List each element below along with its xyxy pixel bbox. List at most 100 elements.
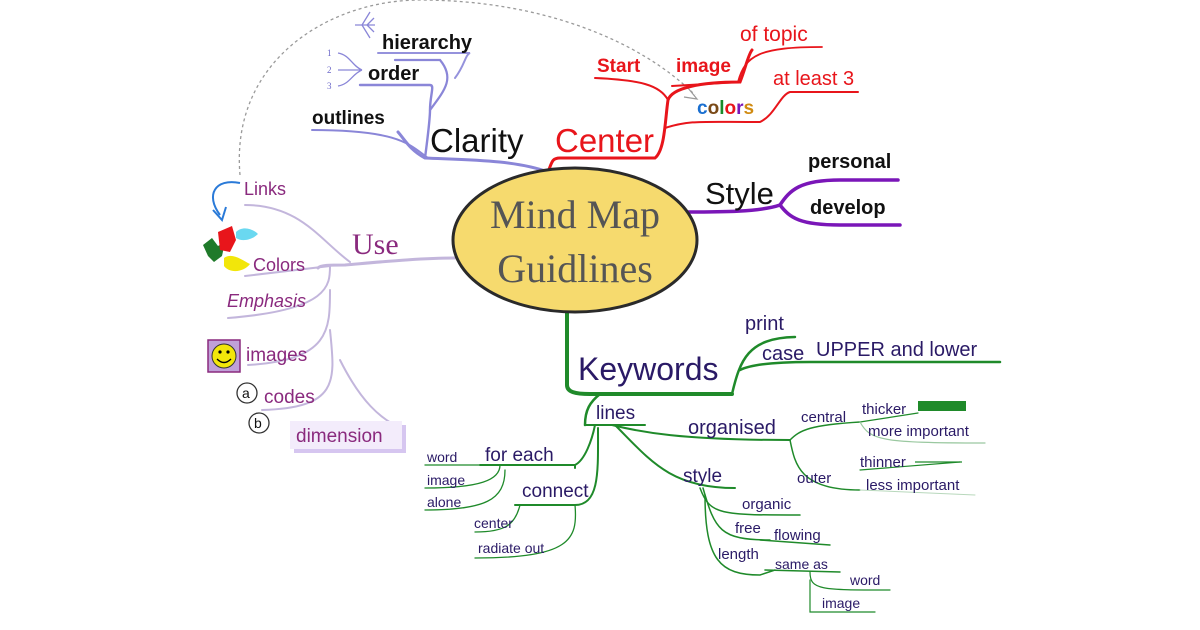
- keywords-main-line: [565, 303, 734, 396]
- free-line: [702, 487, 771, 541]
- keywords-print-label: print: [745, 313, 784, 335]
- organic-line: [699, 487, 801, 516]
- keywords-organised-label: organised: [688, 417, 776, 439]
- smiley-eye-right: [226, 350, 230, 354]
- style-develop-line: [778, 203, 902, 227]
- use-dimension-label: dimension: [296, 426, 383, 447]
- clarity-branch: [311, 52, 550, 174]
- clarity-num-1: 1: [327, 48, 332, 58]
- curved-arrow-icon: [211, 181, 241, 216]
- use-dimension-line: [339, 359, 406, 431]
- keywords-image-sub-label: image: [822, 595, 860, 611]
- smiley-mouth: [216, 358, 232, 364]
- length-line: [704, 494, 776, 576]
- clarity-stem-line: [358, 83, 434, 160]
- center-start-line: [594, 77, 669, 101]
- keywords-central-label: central: [801, 409, 846, 426]
- smiley-face: [211, 343, 237, 369]
- use-images-line: [247, 289, 331, 366]
- center-image-label: image: [676, 56, 731, 77]
- keywords-free-label: free: [735, 520, 761, 537]
- keywords-center-label: center: [474, 515, 513, 531]
- style-personal-label: personal: [808, 151, 891, 173]
- thicker-line: [859, 412, 919, 423]
- less-important-line: [859, 489, 976, 496]
- clarity-main-line: [396, 130, 550, 174]
- colors-letter-o1: o: [708, 98, 720, 119]
- keywords-length-label: length: [718, 546, 759, 563]
- circle-a: [236, 382, 258, 404]
- clarity-hierarchy-line: [377, 52, 471, 79]
- smiley-eye-left: [218, 350, 222, 354]
- keywords-print-line: [730, 335, 797, 396]
- keywords-lines-stem: [583, 392, 602, 427]
- circle-b: [248, 412, 270, 434]
- keywords-less-important-label: less important: [866, 477, 960, 494]
- dimension-box-face: [290, 421, 402, 449]
- clarity-hierarchy-label: hierarchy: [382, 32, 473, 54]
- keywords-image-label: image: [427, 472, 465, 488]
- use-colors-line: [244, 265, 331, 277]
- center-image-line: [671, 81, 741, 87]
- central-line: [789, 421, 861, 441]
- use-emphasis-line: [227, 265, 331, 319]
- colors-letter-o2: o: [724, 98, 736, 119]
- outer-line: [789, 439, 861, 491]
- center-colors-line: [664, 91, 859, 129]
- clarity-num-2: 2: [327, 65, 332, 75]
- keywords-word-sub-label: word: [849, 572, 880, 588]
- keywords-for-each-label: for each: [485, 445, 554, 466]
- colors-letter-s: s: [743, 98, 754, 119]
- keywords-style-label: style: [683, 466, 722, 487]
- style-develop-label: develop: [810, 197, 886, 219]
- keywords-outer-label: outer: [797, 470, 831, 487]
- connect-line: [514, 427, 600, 506]
- keywords-radiate-out-label: radiate out: [478, 540, 544, 556]
- dashed-link-arrowhead: [683, 87, 699, 100]
- use-links-line: [244, 204, 351, 263]
- keywords-case-label: case: [762, 343, 804, 365]
- clarity-order-label: order: [368, 63, 419, 85]
- clarity-outlines-label: outlines: [312, 108, 385, 129]
- use-title: Use: [352, 228, 399, 261]
- use-codes-label: codes: [264, 387, 315, 408]
- center-of-topic-label: of topic: [740, 23, 808, 46]
- colors-letter-l: l: [719, 98, 724, 119]
- tree-branch-icon: [355, 11, 375, 39]
- use-images-label: images: [246, 345, 307, 366]
- style-main-line: [686, 203, 782, 214]
- keywords-case-line: [738, 360, 1002, 372]
- colors-letter-r: r: [736, 98, 744, 119]
- central-title-line-1: Mind Map: [490, 192, 660, 237]
- keywords-upper-lower-label: UPPER and lower: [816, 339, 978, 361]
- same-as-line: [764, 569, 841, 573]
- red-splash: [218, 226, 236, 252]
- style-personal-line: [778, 178, 900, 207]
- keywords-more-important-label: more important: [868, 423, 970, 440]
- center-colors-label: colors: [697, 98, 754, 119]
- cyan-splash: [236, 228, 258, 241]
- keywords-organic-label: organic: [742, 496, 792, 513]
- lines-style-line: [614, 424, 736, 489]
- center-start-label: Start: [597, 56, 641, 77]
- central-node: [451, 166, 699, 314]
- center-branch: [546, 46, 859, 174]
- colors-letter-c: c: [697, 98, 708, 119]
- keywords-flowing-label: flowing: [774, 527, 821, 544]
- flowing-line: [759, 539, 831, 546]
- central-title-line-2: Guidlines: [497, 246, 653, 291]
- clarity-num-3: 3: [327, 81, 332, 91]
- use-links-label: Links: [244, 179, 286, 199]
- numbered-branch-icon: [337, 52, 363, 87]
- use-codes-line: [261, 329, 334, 411]
- thick-line-icon: [918, 401, 966, 411]
- use-colors-label: Colors: [253, 255, 305, 275]
- style-title: Style: [705, 176, 774, 211]
- center-at-least-3-label: at least 3: [773, 68, 854, 90]
- keywords-lines-label: lines: [596, 403, 635, 424]
- connect-radiate-line: [474, 504, 577, 559]
- same-as-word-line: [809, 571, 891, 591]
- keywords-word-label: word: [426, 449, 457, 465]
- organised-line: [611, 424, 791, 441]
